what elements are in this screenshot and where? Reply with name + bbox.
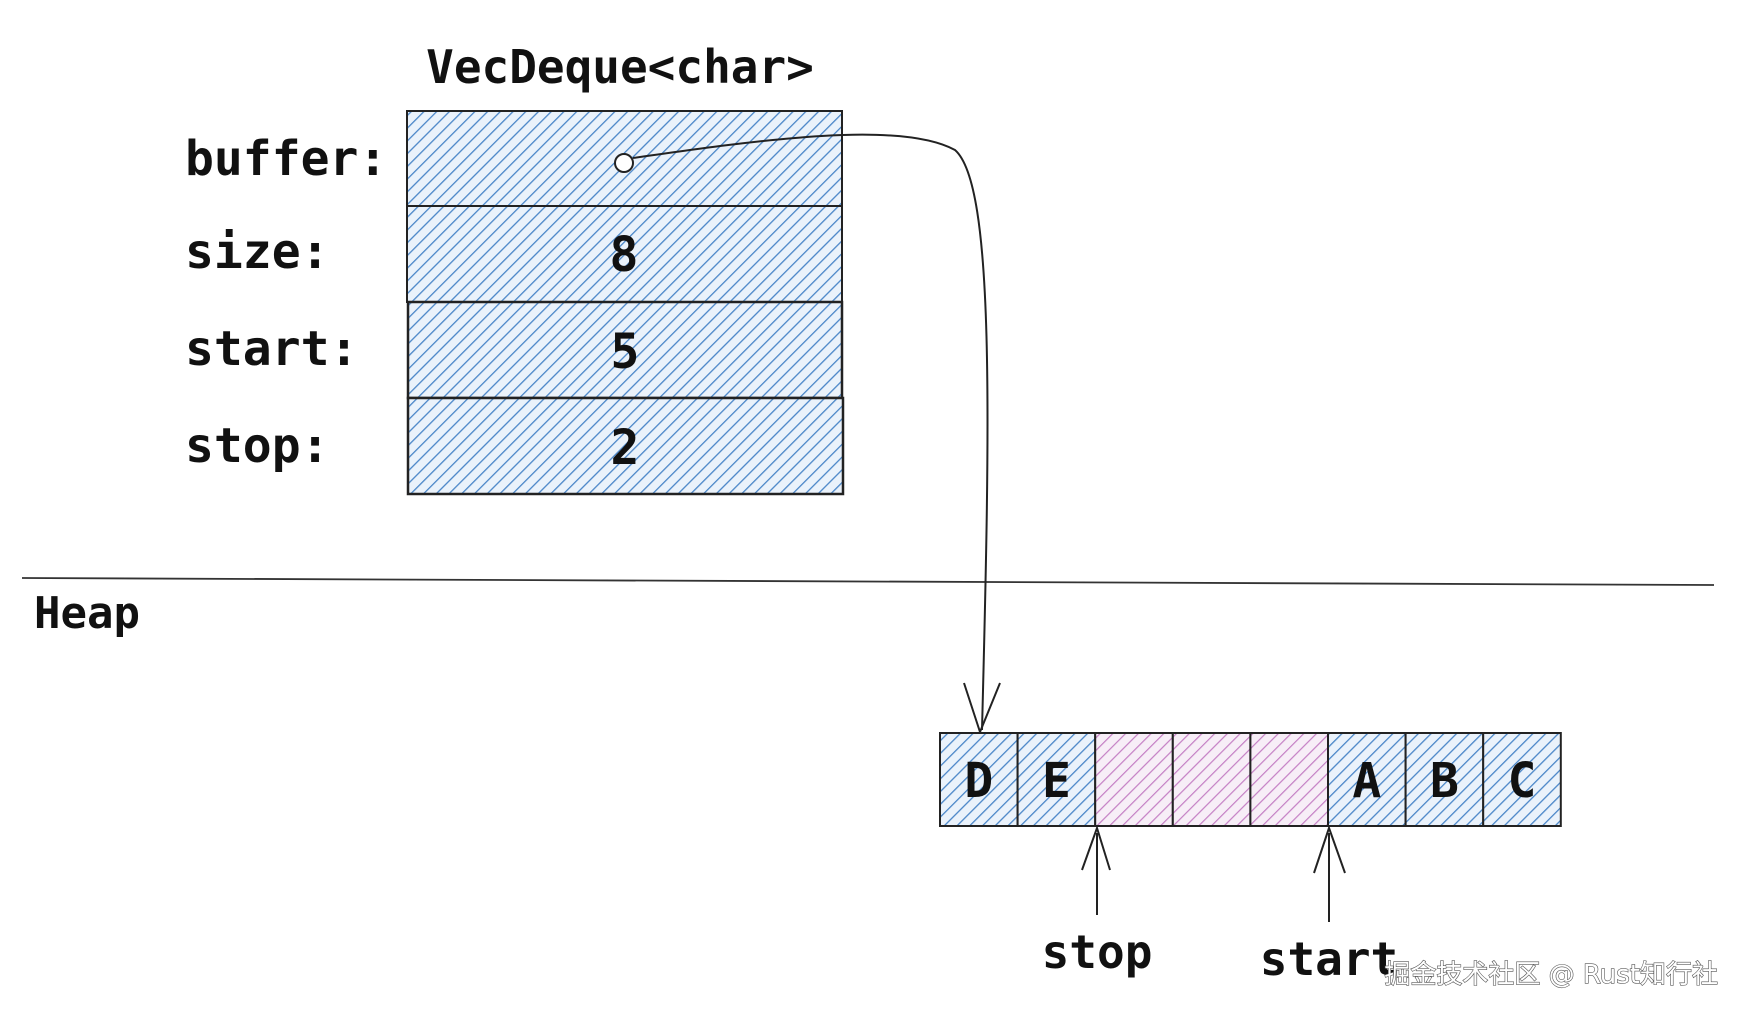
field-row-start: start: 5	[185, 300, 844, 400]
heap-cell-value-6: B	[1430, 753, 1459, 809]
heap-cell-3	[1171, 732, 1252, 827]
field-label-stop: stop:	[185, 418, 330, 474]
heap-label: Heap	[34, 588, 140, 639]
field-box-size	[406, 205, 843, 303]
struct-fields: buffer: size: 8 start: 5 stop: 2	[185, 110, 845, 496]
heap-cell-value-0: D	[964, 753, 993, 809]
start-pointer-arrowhead	[1313, 824, 1346, 874]
field-box-start	[406, 300, 844, 400]
heap-cell-5	[1327, 732, 1407, 827]
stop-pointer: stop	[1042, 824, 1153, 979]
heap-cell-value-5: A	[1352, 753, 1381, 809]
watermark-text: 掘金技术社区 @ Rust知行社	[1384, 960, 1718, 990]
stop-pointer-label: stop	[1042, 925, 1153, 979]
field-row-size: size: 8	[185, 205, 843, 303]
field-row-stop: stop: 2	[185, 396, 845, 496]
field-value-stop: 2	[611, 420, 640, 476]
heap-cell-7	[1482, 732, 1562, 827]
start-pointer-label: start	[1260, 932, 1398, 986]
field-box-stop	[406, 396, 845, 496]
pointer-origin-dot	[614, 153, 634, 173]
heap-cell-2	[1094, 732, 1174, 827]
heap-cell-1	[1016, 732, 1097, 827]
heap-cell-4	[1249, 732, 1330, 827]
field-label-start: start:	[185, 321, 358, 377]
field-row-buffer: buffer:	[185, 110, 843, 207]
stop-pointer-arrowhead	[1081, 824, 1111, 871]
heap-divider-line	[21, 577, 1715, 586]
struct-title: VecDeque<char>	[426, 40, 814, 94]
buffer-pointer-curve	[632, 133, 989, 731]
start-pointer: start	[1260, 824, 1398, 986]
heap-cell-6	[1404, 732, 1485, 827]
field-label-size: size:	[185, 224, 330, 280]
field-value-size: 8	[610, 227, 639, 283]
heap-cell-value-7: C	[1508, 753, 1537, 809]
heap-cell-value-1: E	[1042, 753, 1071, 809]
field-value-start: 5	[611, 324, 640, 380]
field-label-buffer: buffer:	[185, 131, 387, 187]
